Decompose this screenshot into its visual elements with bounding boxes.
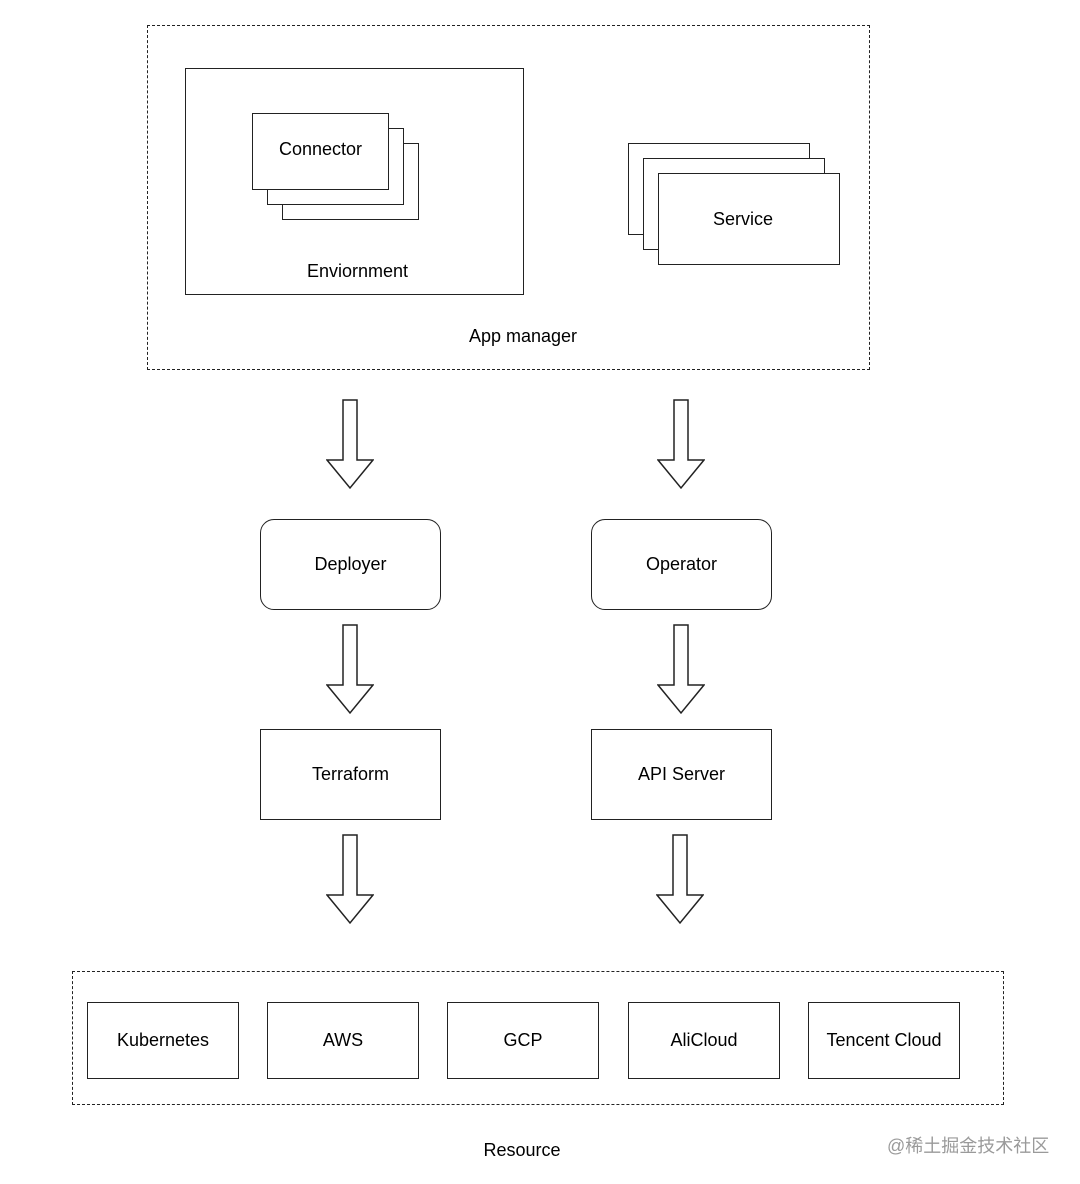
resource-item[interactable]: Tencent Cloud [808, 1002, 960, 1079]
app-manager-label: App manager [468, 325, 578, 346]
environment-label-wrap: Enviornment [185, 258, 530, 284]
deployer-label: Deployer [314, 554, 387, 574]
watermark: @稀土掘金技术社区 [887, 1132, 1072, 1158]
watermark-text: @稀土掘金技术社区 [887, 1136, 1050, 1156]
service-label: Service [712, 208, 774, 229]
resource-item-label: Kubernetes [116, 1030, 210, 1050]
down-arrow-icon [326, 624, 374, 715]
environment-box[interactable] [185, 68, 524, 295]
app-manager-container [147, 25, 870, 370]
operator-label: Operator [645, 554, 718, 574]
down-arrow-icon [657, 624, 705, 715]
resource-item-label: AliCloud [670, 1030, 738, 1050]
api-server-label: API Server [637, 764, 726, 784]
environment-label: Enviornment [306, 260, 409, 281]
resource-item[interactable]: AliCloud [628, 1002, 780, 1079]
down-arrow-icon [326, 834, 374, 925]
resource-item[interactable]: AWS [267, 1002, 419, 1079]
resource-label-wrap: Resource [422, 1137, 622, 1163]
terraform-label: Terraform [311, 764, 389, 784]
app-manager-label-wrap: App manager [423, 323, 623, 349]
deployer-box[interactable]: Deployer [260, 519, 441, 610]
down-arrow-icon [657, 399, 705, 490]
resource-item[interactable]: Kubernetes [87, 1002, 239, 1079]
resource-label: Resource [483, 1139, 561, 1160]
resource-item-label: Tencent Cloud [826, 1030, 942, 1050]
connector-label: Connector [278, 138, 363, 159]
api-server-box[interactable]: API Server [591, 729, 772, 820]
resource-item-label: AWS [322, 1030, 364, 1050]
operator-box[interactable]: Operator [591, 519, 772, 610]
connector-box[interactable]: Connector [252, 113, 389, 190]
terraform-box[interactable]: Terraform [260, 729, 441, 820]
service-box[interactable]: Service [658, 173, 840, 265]
resource-item-label: GCP [503, 1030, 543, 1050]
down-arrow-icon [326, 399, 374, 490]
resource-item[interactable]: GCP [447, 1002, 599, 1079]
down-arrow-icon [656, 834, 704, 925]
resource-container [72, 971, 1004, 1105]
